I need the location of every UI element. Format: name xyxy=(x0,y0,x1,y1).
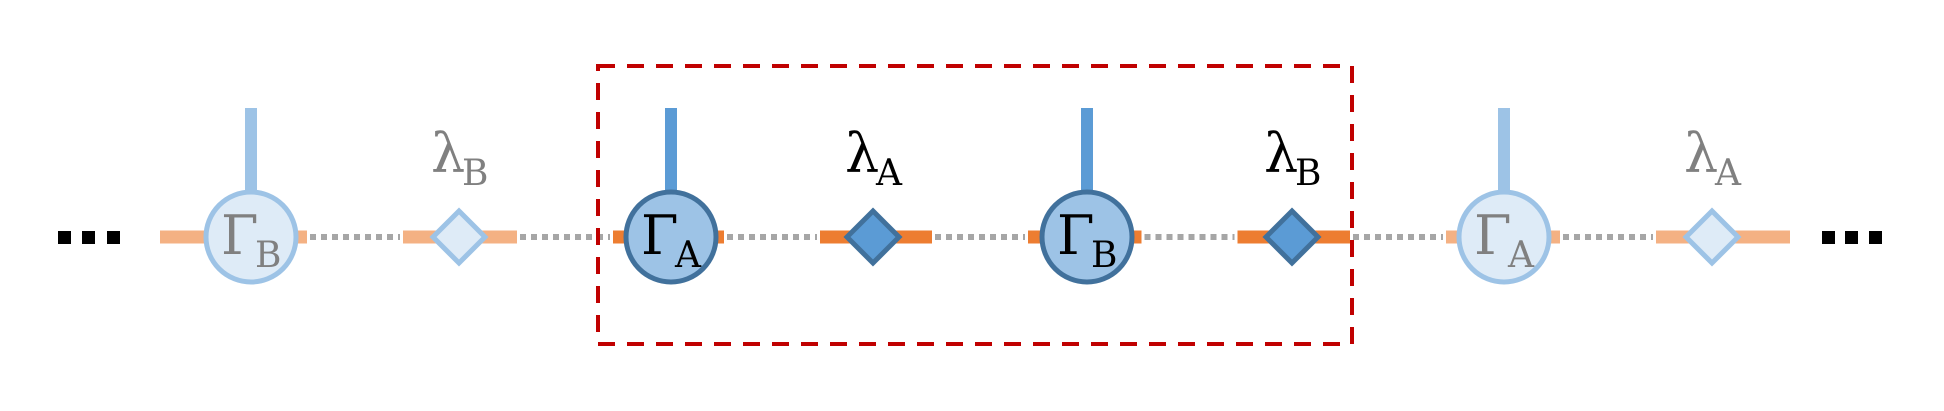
unit-cell-highlight-box xyxy=(596,64,1354,346)
lambda-subscript: A xyxy=(875,153,903,194)
lambda-symbol: λ xyxy=(1264,122,1298,185)
gamma-subscript: B xyxy=(255,235,281,276)
gamma-symbol: Γ xyxy=(1057,204,1094,267)
gamma-tensor-circle xyxy=(1039,189,1135,285)
lambda-diamond xyxy=(1262,207,1322,267)
lambda-diamond xyxy=(843,207,903,267)
gamma-tensor-circle xyxy=(1456,189,1552,285)
lambda-diamond xyxy=(429,207,489,267)
gamma-subscript: A xyxy=(1507,235,1535,276)
gamma-a-node: ΓA xyxy=(623,108,719,285)
lambda-diamond xyxy=(1682,207,1742,267)
lambda-symbol: λ xyxy=(845,122,879,185)
lambda-subscript: A xyxy=(1714,153,1742,194)
lambda-b-node: λB xyxy=(1262,122,1322,267)
lambda-a-node: λA xyxy=(843,122,903,267)
lambda-a-faded-node: λA xyxy=(1682,122,1742,267)
gamma-a-faded-node: ΓA xyxy=(1456,108,1552,285)
gamma-tensor-circle xyxy=(203,189,299,285)
lambda-symbol: λ xyxy=(1684,122,1718,185)
ellipsis-right xyxy=(1822,231,1882,244)
gamma-symbol: Γ xyxy=(641,204,678,267)
gamma-symbol: Γ xyxy=(221,204,258,267)
lambda-subscript: B xyxy=(1295,153,1321,194)
gamma-symbol: Γ xyxy=(1474,204,1511,267)
lambda-symbol: λ xyxy=(431,122,465,185)
gamma-tensor-circle xyxy=(623,189,719,285)
gamma-b-node: ΓB xyxy=(1039,108,1135,285)
gamma-subscript: A xyxy=(674,235,702,276)
lambda-subscript: B xyxy=(462,153,488,194)
gamma-subscript: B xyxy=(1091,235,1117,276)
gamma-b-faded-node: ΓB xyxy=(203,108,299,285)
lambda-b-faded-node: λB xyxy=(429,122,489,267)
ellipsis-left xyxy=(58,231,120,244)
